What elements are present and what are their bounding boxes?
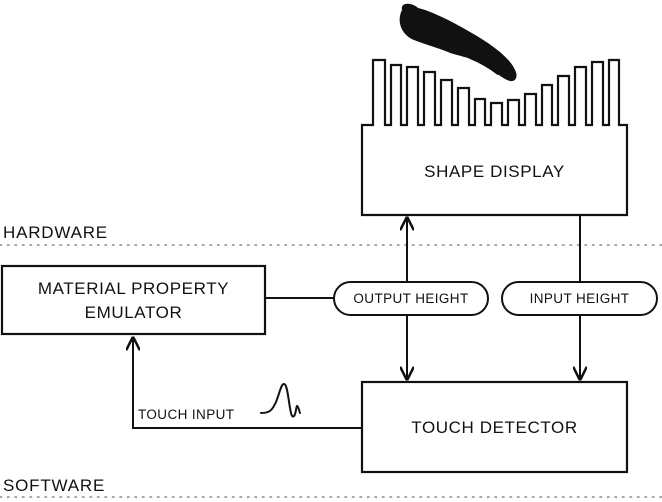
hand-icon	[399, 3, 517, 82]
touch-detector-label: TOUCH DETECTOR	[411, 418, 577, 437]
touch-pulse-icon	[260, 383, 301, 418]
shape-display-pins-icon	[360, 58, 629, 217]
input-height-label: INPUT HEIGHT	[530, 291, 630, 306]
material-property-label-line1: MATERIAL PROPERTY	[38, 279, 229, 298]
software-label: SOFTWARE	[3, 476, 105, 495]
material-property-emulator-box	[0, 264, 267, 336]
output-height-pill	[333, 281, 489, 316]
touch-input-arrow	[133, 338, 362, 429]
hardware-label: HARDWARE	[3, 223, 108, 242]
touch-input-label: TOUCH INPUT	[138, 407, 234, 422]
material-property-label-line2: EMULATOR	[85, 303, 183, 322]
shape-display-label: SHAPE DISPLAY	[424, 162, 565, 181]
output-height-label: OUTPUT HEIGHT	[353, 291, 468, 306]
